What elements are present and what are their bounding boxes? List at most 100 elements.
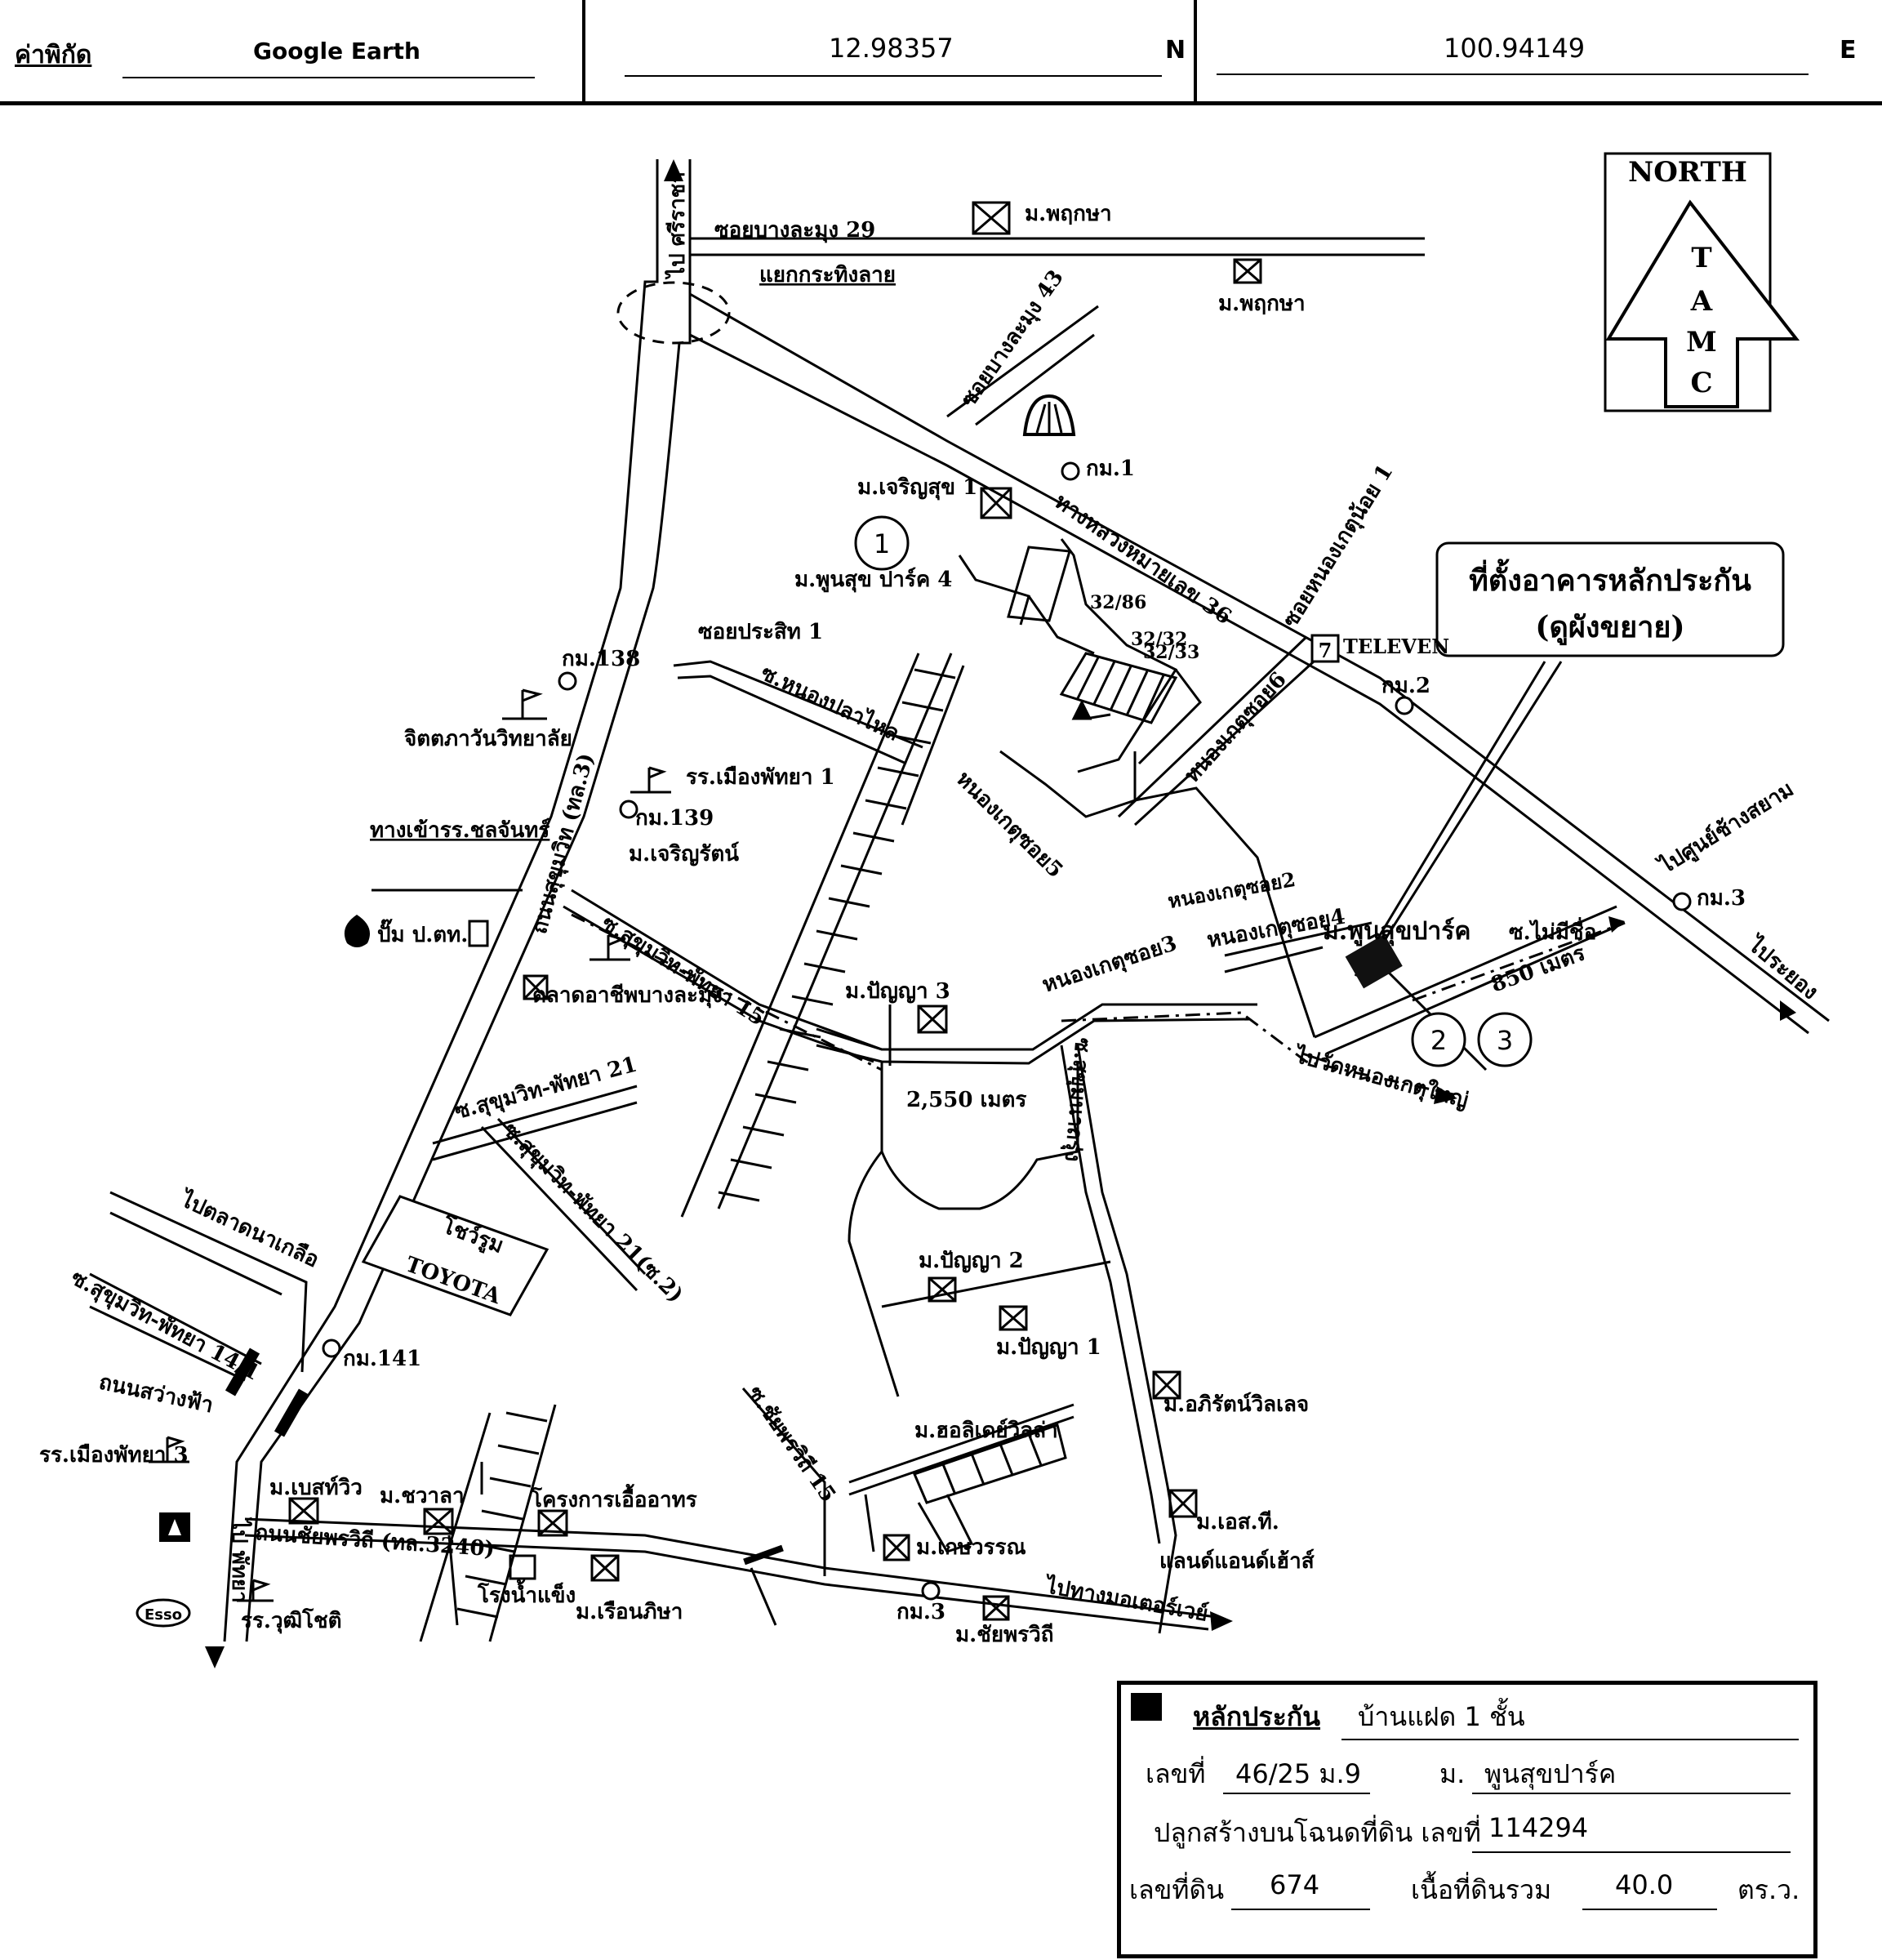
esso-icon — [136, 1598, 191, 1628]
map-label: ไประยอง — [1742, 930, 1823, 1004]
legend-underline — [1582, 1909, 1717, 1910]
latitude-direction: N — [1165, 36, 1186, 65]
compass-letter: M — [1686, 326, 1717, 359]
map-label: แลนด์แอนด์เฮ้าส์ — [1159, 1548, 1315, 1574]
deed-value: 114294 — [1488, 1812, 1589, 1843]
north-compass — [1604, 152, 1800, 412]
map-label: รร.เมืองพัทยา 1 — [686, 765, 835, 790]
compass-letter: T — [1691, 242, 1711, 274]
map-label: ม.เรือนภิษา — [576, 1600, 683, 1624]
map-label: หนองเกตุซอย4 — [1205, 905, 1347, 954]
roadblock-markers — [225, 1348, 784, 1566]
legend-underline — [1472, 1851, 1791, 1853]
numbered-circles — [854, 515, 1533, 1067]
map-label: 2,550 เมตร — [906, 1088, 1026, 1112]
map-label-group: ไป ศรีราชา ซอยบางละมุง 29 ม.พฤกษา ม.พฤกษ… — [39, 172, 1823, 1647]
village-label: ม. — [1439, 1758, 1466, 1789]
coordinates-label: ค่าพิกัด — [15, 41, 92, 69]
circle-number: 3 — [1497, 1025, 1513, 1056]
map-label: กม.138 — [562, 647, 640, 671]
house-number-label: เลขที่ — [1146, 1758, 1206, 1789]
village-value: พูนสุขปาร์ค — [1484, 1758, 1617, 1789]
seven-eleven-icon: 7 — [1310, 634, 1340, 663]
land-area-value: 40.0 — [1615, 1869, 1674, 1900]
map-label: 850 เมตร — [1488, 941, 1588, 997]
map-label: โครงการเอื้ออาทร — [530, 1483, 697, 1512]
direction-arrows — [205, 159, 1796, 1668]
map-label: ซ.ชัยพรวิถี 15 — [742, 1382, 840, 1507]
map-label: ม.พฤกษา — [1218, 292, 1306, 316]
map-label: ซ.สุขุมวิท-พัทยา 15 — [597, 911, 769, 1031]
bank-icon — [159, 1512, 190, 1542]
shell-icon — [1022, 394, 1076, 436]
map-label: ม.ฮอลิเดย์วิลล่า — [914, 1418, 1058, 1443]
land-area-unit: ตร.ว. — [1737, 1874, 1800, 1905]
callout-subtitle: (ดูผังขยาย) — [1535, 610, 1684, 646]
map-label: แยกกระทิงลาย — [759, 263, 896, 287]
compass-letter: A — [1690, 285, 1713, 318]
map-label: 32/86 — [1090, 592, 1146, 613]
longitude-underline — [1217, 74, 1809, 75]
map-label: ตลาดอาชีพบางละมุง — [532, 983, 723, 1009]
map-label: ม.ชวาลา — [380, 1484, 465, 1508]
map-label: กม.3 — [1697, 886, 1746, 911]
map-label: ม.พูนสุขปาร์ค — [1323, 917, 1470, 947]
callout-pointer — [1354, 661, 1563, 981]
legend-underline — [1341, 1739, 1799, 1740]
map-label: กม.139 — [635, 806, 714, 831]
header-separator — [582, 0, 585, 101]
map-label: ไปตลาดนาเกลือ — [175, 1185, 323, 1272]
map-label: ซ.หนองปลาไหล — [757, 659, 903, 746]
collateral-type: บ้านแฝด 1 ชั้น — [1358, 1701, 1525, 1732]
holiday-villa-grid — [912, 1423, 1067, 1553]
collateral-title: หลักประกัน — [1193, 1701, 1321, 1732]
compass-north-label: NORTH — [1628, 156, 1747, 189]
map-label: กม.2 — [1381, 674, 1430, 698]
land-number-label: เลขที่ดิน — [1129, 1874, 1225, 1905]
map-label: ไป พัทยา — [227, 1517, 253, 1603]
village-icons — [288, 201, 1262, 1621]
map-label: รร.เมืองพัทยา 3 — [39, 1443, 189, 1468]
land-number-value: 674 — [1270, 1869, 1320, 1900]
map-label: ไปศูนย์ช้างสยาม — [1653, 776, 1799, 881]
junction-circle — [616, 281, 731, 345]
toyota-showroom-box — [361, 1195, 549, 1316]
circle-number: 2 — [1430, 1025, 1447, 1056]
circle-number: 1 — [874, 528, 890, 559]
school-flag-icons — [149, 688, 671, 1602]
coordinate-source: Google Earth — [253, 38, 420, 65]
map-label: ไป ศรีราชา — [664, 172, 690, 280]
property-marker — [1345, 933, 1403, 989]
map-label: 32/32 — [1131, 629, 1187, 650]
latitude-value: 12.98357 — [829, 33, 954, 64]
deed-label: ปลูกสร้างบนโฉนดที่ดิน เลขที่ — [1154, 1817, 1481, 1848]
map-label: จิตตภาวันวิทยาลัย — [404, 727, 572, 751]
collateral-legend: หลักประกัน บ้านแฝด 1 ชั้น เลขที่ 46/25 ม… — [1117, 1681, 1817, 1958]
map-label: ม.เจริญรัตน์ — [629, 841, 739, 866]
map-label: หนองเกตุซอย5 — [950, 767, 1067, 884]
map-label: โรงน้ำแข็ง — [477, 1579, 576, 1608]
map-label: ซอยประสิท 1 — [698, 620, 823, 644]
map-label: ม.เจริญสุข 1 — [857, 475, 977, 501]
map-label: ม.ปัญญา 1 — [996, 1335, 1101, 1360]
longitude-direction: E — [1840, 36, 1857, 65]
legend-underline — [1472, 1793, 1791, 1794]
roads — [89, 159, 1830, 1642]
longitude-value: 100.94149 — [1444, 33, 1586, 64]
map-label: กม.141 — [343, 1347, 421, 1371]
map-label: ปั๊ม ป.ตท. — [377, 919, 468, 947]
map-label: หนองเกตุซอย2 — [1166, 867, 1297, 915]
callout-title: ที่ตั้งอาคารหลักประกัน — [1469, 559, 1751, 598]
house-number-value: 46/25 ม.9 — [1235, 1758, 1362, 1789]
svg-text:7: 7 — [1319, 639, 1333, 662]
map-label: ม.พฤกษา — [1025, 202, 1112, 226]
land-area-label: เนื้อที่ดินรวม — [1411, 1874, 1552, 1905]
map-label: หนองเกตุซอย3 — [1039, 931, 1181, 998]
coordinates-header: ค่าพิกัด Google Earth 12.98357 N 100.941… — [0, 0, 1882, 105]
compass-letter: C — [1690, 367, 1712, 399]
map-label: ซอยบางละมุง 29 — [714, 218, 875, 243]
map-label: ซ.สุขุมวิท-พัทยา 14/1 — [66, 1266, 263, 1387]
legend-underline — [1231, 1909, 1370, 1910]
map-label: ม.เอส.ที. — [1196, 1510, 1279, 1535]
